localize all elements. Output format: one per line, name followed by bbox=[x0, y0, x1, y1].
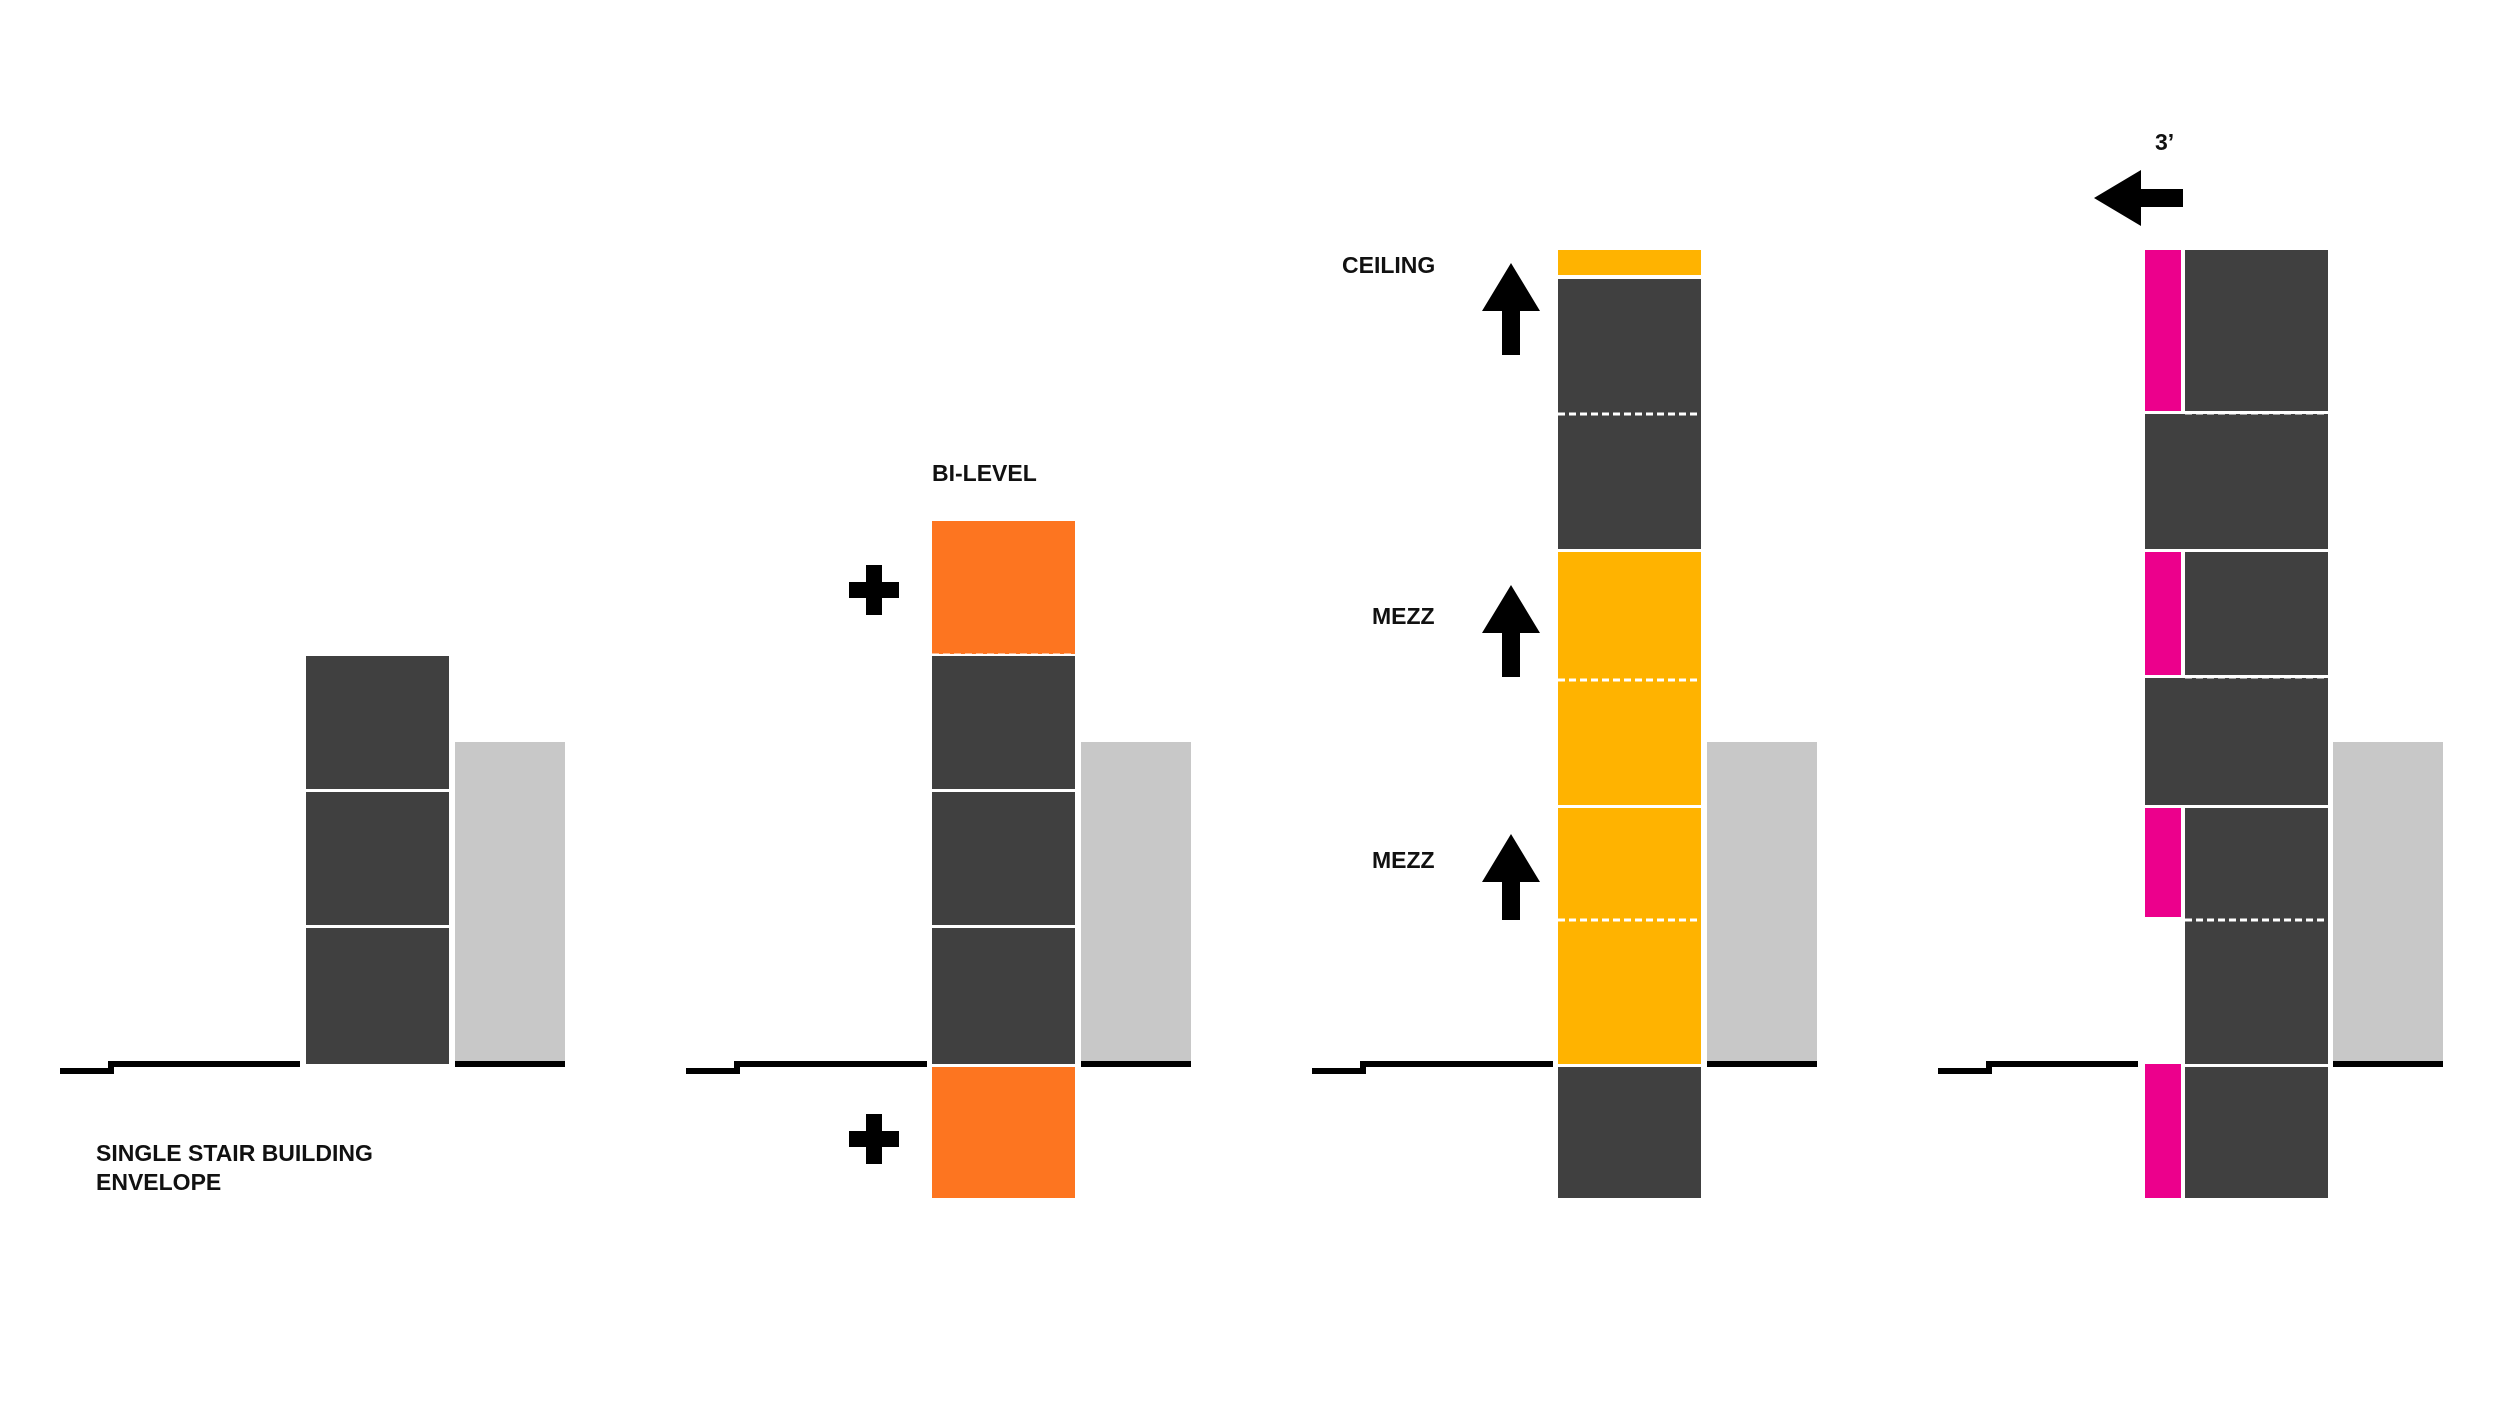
building-floor bbox=[306, 792, 449, 925]
arrow-left-icon bbox=[2094, 170, 2183, 226]
building-floor bbox=[2185, 250, 2328, 411]
cantilever-projection bbox=[2145, 552, 2181, 675]
caption-line-1: SINGLE STAIR BUILDING bbox=[96, 1140, 373, 1166]
added-upper-level bbox=[932, 521, 1075, 654]
building-floor-extended bbox=[2145, 678, 2328, 805]
building-floor-extended bbox=[2145, 414, 2328, 549]
bi-level-label: BI-LEVEL bbox=[932, 460, 1037, 486]
cantilever-projection bbox=[2145, 808, 2181, 917]
plus-icon bbox=[849, 1114, 899, 1164]
neighbor-building bbox=[455, 742, 565, 1064]
neighbor-building bbox=[1081, 742, 1191, 1064]
arrow-up-icon bbox=[1482, 834, 1540, 920]
ground-line bbox=[1312, 1061, 1553, 1074]
panel-cantilever: 3’ bbox=[1938, 129, 2443, 1198]
mezzanine-floor bbox=[1558, 808, 1701, 1064]
plus-icon bbox=[849, 565, 899, 615]
cantilever-projection bbox=[2145, 250, 2181, 411]
caption-line-2: ENVELOPE bbox=[96, 1169, 221, 1195]
mezz-lower-label: MEZZ bbox=[1372, 847, 1435, 873]
building-floor bbox=[932, 928, 1075, 1064]
building-floor bbox=[306, 928, 449, 1064]
mezz-upper-label: MEZZ bbox=[1372, 603, 1435, 629]
neighbor-building bbox=[1707, 742, 1817, 1064]
panel-bi-level: BI-LEVEL bbox=[686, 460, 1191, 1198]
building-floor bbox=[306, 656, 449, 789]
building-floor bbox=[932, 792, 1075, 925]
building-floor bbox=[1558, 1067, 1701, 1198]
dimension-label: 3’ bbox=[2155, 129, 2174, 155]
building-floor bbox=[2185, 552, 2328, 675]
ground-line bbox=[60, 1061, 300, 1074]
raised-ceiling bbox=[1558, 250, 1701, 275]
cantilever-projection bbox=[2145, 1064, 2181, 1198]
building-floor bbox=[932, 656, 1075, 789]
ground-line bbox=[1938, 1061, 2138, 1074]
building-floor bbox=[2185, 808, 2328, 1064]
arrow-up-icon bbox=[1482, 263, 1540, 355]
panel-single-stair-envelope: SINGLE STAIR BUILDING ENVELOPE bbox=[60, 656, 565, 1195]
added-lower-level bbox=[932, 1067, 1075, 1198]
panel-mezzanine: CEILING MEZZ MEZZ bbox=[1312, 250, 1817, 1198]
ceiling-label: CEILING bbox=[1342, 252, 1435, 278]
building-floor bbox=[2185, 1067, 2328, 1198]
arrow-up-icon bbox=[1482, 585, 1540, 677]
ground-line bbox=[686, 1061, 927, 1074]
neighbor-building bbox=[2333, 742, 2443, 1064]
